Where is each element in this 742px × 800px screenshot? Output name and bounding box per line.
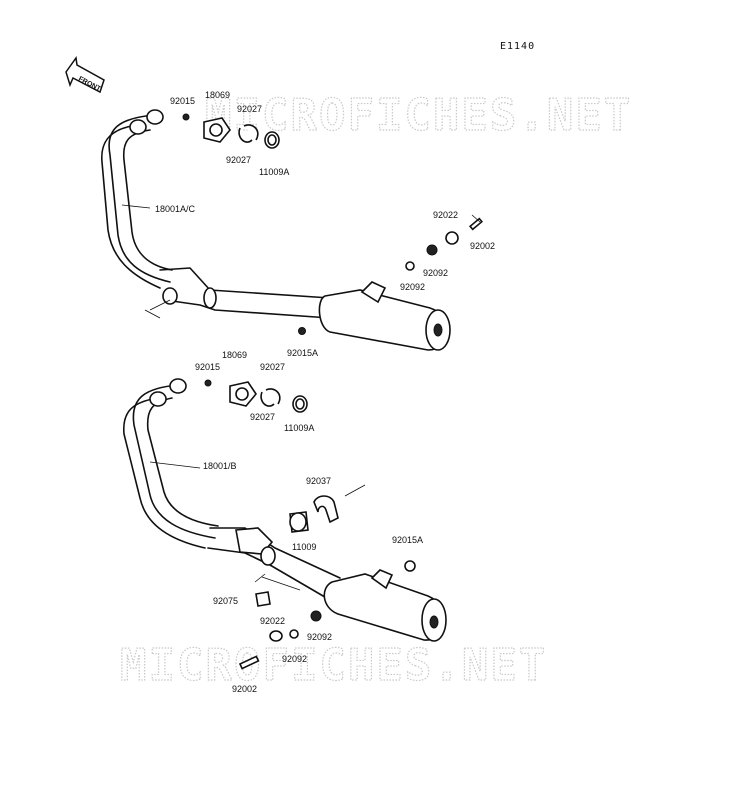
label-bottom-92092-b: 92092: [282, 654, 307, 664]
top-bolt-92002-icon: [468, 217, 484, 231]
top-collector: [159, 267, 331, 319]
top-washer-92022-icon: [445, 231, 459, 245]
label-top-92092-a: 92092: [423, 268, 448, 278]
label-bottom-92027-b: 92027: [250, 412, 275, 422]
bottom-header-pipe-outer: [132, 384, 216, 539]
top-exhaust-assembly: 92015 18069 92027 92027 11009A 18001A/C …: [101, 90, 495, 358]
watermark-bottom: MICROFICHES.NET: [120, 640, 547, 691]
top-nut-92092-a-icon: [426, 244, 438, 256]
label-top-92022: 92022: [433, 210, 458, 220]
label-bottom-92015: 92015: [195, 362, 220, 372]
label-top-18001ac: 18001A/C: [155, 204, 196, 214]
label-top-92027-a: 92027: [237, 104, 262, 114]
bottom-nut-92092-b-icon: [289, 629, 299, 639]
diagram-code: E1140: [500, 41, 535, 52]
label-top-92092-b: 92092: [400, 282, 425, 292]
label-bottom-18001b: 18001/B: [203, 461, 237, 471]
top-header-pipe-inner: [122, 129, 173, 271]
bottom-damper-92075-icon: [255, 591, 271, 607]
label-bottom-11009: 11009: [292, 542, 316, 552]
bottom-washer-92022-icon: [269, 630, 283, 642]
label-bottom-92022: 92022: [260, 616, 285, 626]
top-collector-end: [162, 287, 178, 305]
label-bottom-92015a: 92015A: [392, 535, 423, 545]
top-bolt-92015-icon: [182, 113, 190, 121]
label-top-92015a: 92015A: [287, 348, 318, 358]
label-top-18069: 18069: [205, 90, 230, 100]
label-bottom-92002: 92002: [232, 684, 257, 694]
label-top-92027-b: 92027: [226, 155, 251, 165]
bottom-nut-92015a-icon: [404, 560, 416, 572]
top-mid-joint: [203, 287, 217, 309]
bottom-nut-92092-a-icon: [310, 610, 322, 622]
front-arrow-icon: FRONT: [65, 56, 105, 93]
label-top-11009a: 11009A: [259, 167, 289, 177]
bottom-header-pipe-2a: [123, 397, 206, 549]
label-bottom-11009a: 11009A: [284, 423, 314, 433]
label-bottom-92092-a: 92092: [307, 632, 332, 642]
bottom-clamp-92037-icon: [313, 495, 339, 524]
label-bottom-92027-a: 92027: [260, 362, 285, 372]
top-muffler-outlet: [433, 323, 443, 337]
top-pipe-end-1: [146, 109, 164, 125]
bottom-muffler-outlet: [429, 615, 439, 629]
top-header-pipe-outer: [108, 114, 171, 283]
top-nut-92015a-icon: [298, 327, 306, 335]
bottom-exhaust-assembly: 92015 18069 92027 92027 11009A 18001/B 9…: [123, 350, 447, 694]
bottom-pipe-end-1: [169, 378, 187, 394]
label-top-92015: 92015: [170, 96, 195, 106]
bottom-mid-joint: [260, 546, 276, 566]
label-bottom-18069: 18069: [222, 350, 247, 360]
top-header-pipe-2a: [101, 124, 161, 289]
top-nut-92092-b-icon: [405, 261, 415, 271]
top-muffler-bracket: [360, 281, 387, 304]
label-bottom-92037: 92037: [306, 476, 331, 486]
bottom-muffler-bracket: [370, 569, 394, 590]
top-pipe-end-2: [129, 119, 147, 135]
label-bottom-92075: 92075: [213, 596, 238, 606]
bottom-bolt-92002-icon: [238, 655, 260, 670]
top-ring-92027-icon: [238, 124, 259, 143]
bottom-bolt-92015-icon: [204, 379, 212, 387]
label-top-92002: 92002: [470, 241, 495, 251]
top-leader-bracket: [144, 309, 161, 319]
bottom-pipe-end-2: [149, 391, 167, 407]
bottom-ring-92027-icon: [260, 388, 281, 407]
bottom-collector: [207, 527, 341, 601]
